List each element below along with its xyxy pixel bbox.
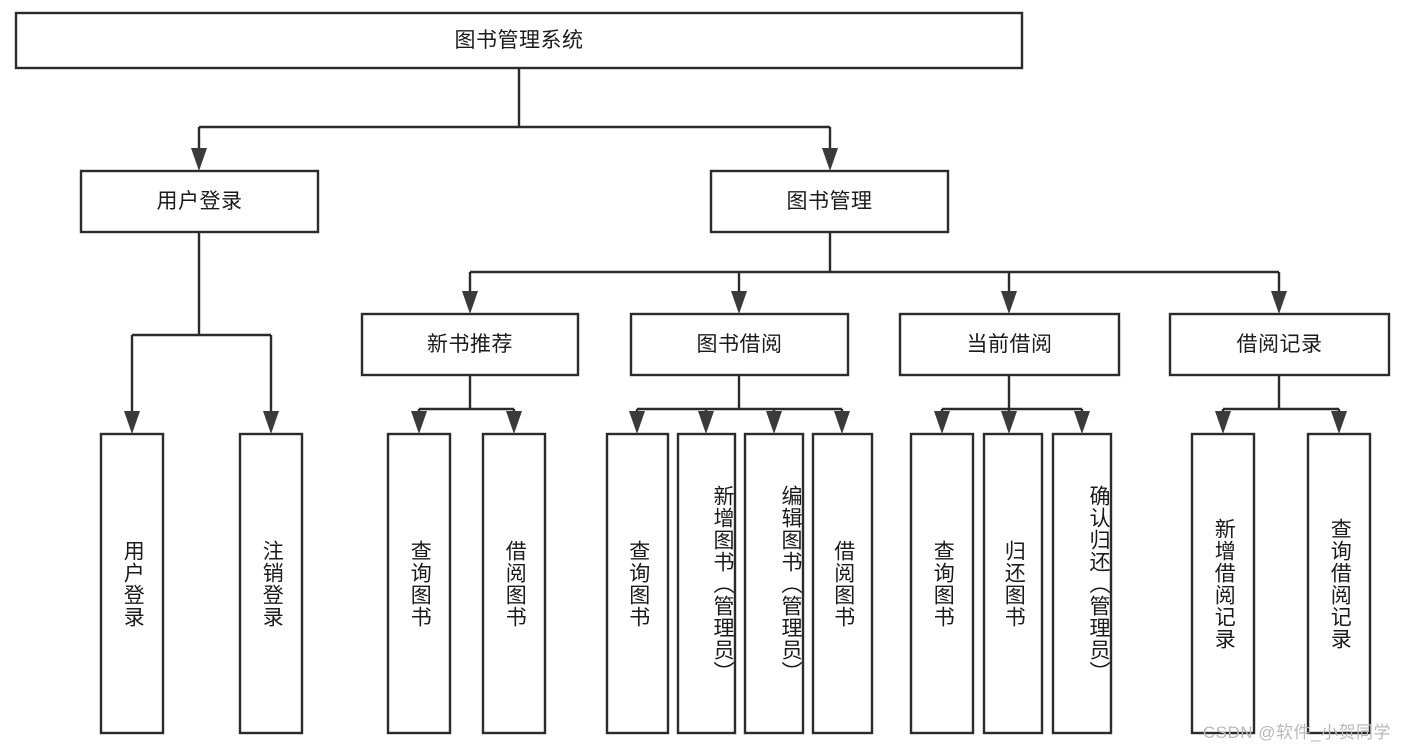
arrow-to-user-login [191, 148, 207, 171]
arrow-to-leaf-book-borrow-0 [629, 411, 645, 434]
connector-current-borrow-children [940, 375, 1084, 416]
arrow-to-leaf-user-login-1 [263, 411, 279, 434]
leaf-box-new-book-1[interactable] [481, 432, 547, 735]
leaf-box-book-borrow-1[interactable] [676, 432, 737, 735]
node-box-user-login[interactable] [79, 169, 320, 234]
connector-user-login-children [130, 232, 273, 416]
arrow-to-new-book-recommend [462, 291, 478, 314]
node-box-borrow-record[interactable] [1168, 312, 1391, 377]
arrow-to-leaf-book-borrow-2 [766, 411, 782, 434]
connector-root-to-level2 [197, 68, 832, 153]
leaf-box-current-borrow-1[interactable] [982, 432, 1044, 735]
arrow-to-book-borrow [731, 291, 747, 314]
arrow-to-leaf-current-borrow-1 [1001, 411, 1017, 434]
arrow-to-leaf-current-borrow-2 [1074, 411, 1090, 434]
leaf-box-book-borrow-3[interactable] [811, 432, 874, 735]
arrow-to-leaf-current-borrow-0 [934, 411, 950, 434]
connector-new-book-children [417, 375, 516, 416]
arrow-to-leaf-new-book-1 [506, 411, 522, 434]
leaf-box-user-login-1[interactable] [238, 432, 304, 735]
arrow-to-current-borrow [1001, 291, 1017, 314]
node-box-current-borrow[interactable] [898, 312, 1121, 377]
leaf-box-user-login-0[interactable] [99, 432, 165, 735]
arrow-to-leaf-borrow-record-0 [1215, 411, 1231, 434]
arrow-to-leaf-book-borrow-1 [698, 411, 714, 434]
leaf-box-book-borrow-2[interactable] [743, 432, 805, 735]
node-box-book-borrow[interactable] [629, 312, 850, 377]
node-box-new-book-recommend[interactable] [360, 312, 580, 377]
leaf-box-borrow-record-1[interactable] [1306, 432, 1372, 735]
arrow-to-leaf-book-borrow-3 [834, 411, 850, 434]
arrow-to-borrow-record [1271, 291, 1287, 314]
connector-book-borrow-children [635, 375, 844, 416]
arrow-to-leaf-user-login-0 [124, 411, 140, 434]
leaf-box-borrow-record-0[interactable] [1190, 432, 1256, 735]
leaf-box-book-borrow-0[interactable] [605, 432, 670, 735]
node-box-root[interactable] [14, 11, 1024, 70]
node-box-book-management[interactable] [709, 169, 950, 234]
arrow-to-leaf-borrow-record-1 [1331, 411, 1347, 434]
leaf-box-new-book-0[interactable] [386, 432, 452, 735]
arrow-to-leaf-new-book-0 [411, 411, 427, 434]
connector-borrow-record-children [1221, 375, 1341, 416]
leaf-box-current-borrow-0[interactable] [909, 432, 975, 735]
leaf-box-current-borrow-2[interactable] [1051, 432, 1113, 735]
connector-book-management-children [468, 232, 1281, 296]
arrow-to-book-management [822, 148, 838, 171]
